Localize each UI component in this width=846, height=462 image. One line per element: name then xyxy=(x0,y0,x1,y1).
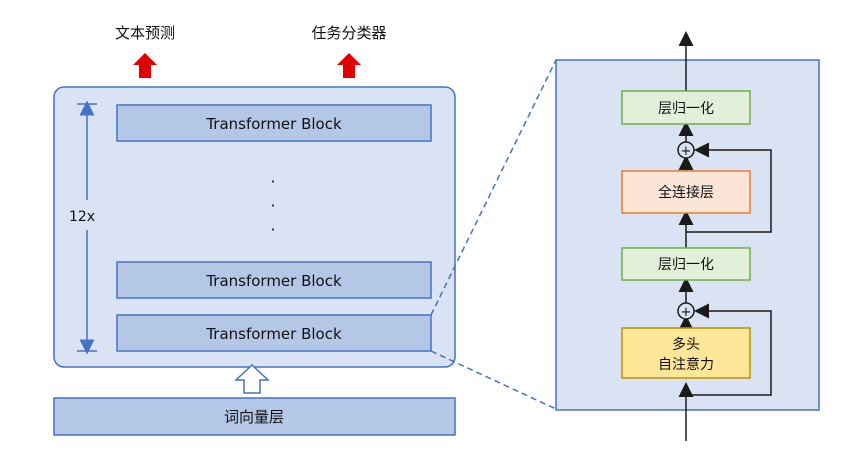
layer-norm-top-box xyxy=(621,90,751,125)
ellipsis-dot-1: · xyxy=(270,172,275,191)
red-up-arrow-right xyxy=(337,53,361,78)
output-label-task-classifier: 任务分类器 xyxy=(311,24,386,42)
multi-head-attention-label-line2: 自注意力 xyxy=(658,356,714,373)
feed-forward-label: 全连接层 xyxy=(658,184,714,201)
transformer-block-middle xyxy=(116,261,432,299)
transformer-block-middle-label: Transformer Block xyxy=(205,272,342,290)
layer-norm-bottom-label: 层归一化 xyxy=(658,256,714,273)
transformer-block-bottom xyxy=(116,314,432,352)
zoom-connector-bottom xyxy=(430,350,557,410)
embedding-layer-box xyxy=(53,397,456,436)
layer-norm-bottom-box xyxy=(621,247,751,281)
output-label-text-prediction: 文本预测 xyxy=(115,24,175,42)
repeat-count-label: 12x xyxy=(69,209,95,225)
add-node-lower-symbol: + xyxy=(681,305,692,320)
multi-head-attention-box xyxy=(621,327,751,379)
layer-norm-top-label: 层归一化 xyxy=(658,100,714,117)
ellipsis-dot-3: · xyxy=(270,220,275,239)
add-node-upper-symbol: + xyxy=(681,144,692,159)
zoom-connector-top xyxy=(430,59,557,316)
add-node-lower xyxy=(677,302,695,320)
ellipsis-dot-2: · xyxy=(270,196,275,215)
red-up-arrow-left xyxy=(133,53,157,78)
transformer-block-top xyxy=(116,104,432,142)
transformer-block-bottom-label: Transformer Block xyxy=(205,325,342,343)
multi-head-attention-label-line1: 多头 xyxy=(672,336,700,353)
residual-connection-ffn xyxy=(686,142,772,233)
feed-forward-box xyxy=(621,170,751,214)
hollow-up-arrow xyxy=(234,363,270,394)
residual-connection-attn xyxy=(686,303,772,396)
add-node-upper xyxy=(677,141,695,159)
embedding-layer-label: 词向量层 xyxy=(224,408,284,426)
transformer-block-top-label: Transformer Block xyxy=(205,115,342,133)
